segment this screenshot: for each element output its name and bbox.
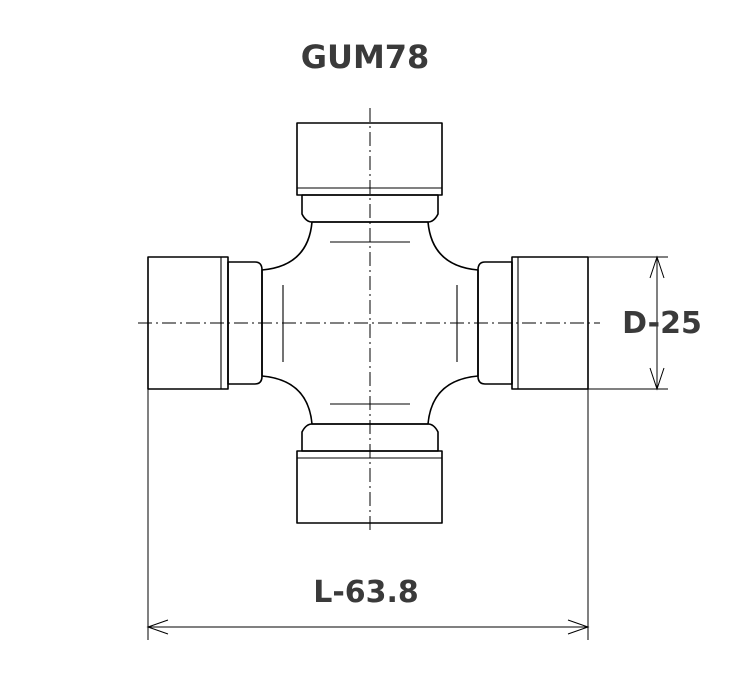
diameter-dimension [588,255,668,391]
length-dimension [146,389,590,640]
part-number-title: GUM78 [301,38,430,76]
length-label: L-63.8 [313,575,419,610]
diameter-label: D-25 [622,306,702,341]
